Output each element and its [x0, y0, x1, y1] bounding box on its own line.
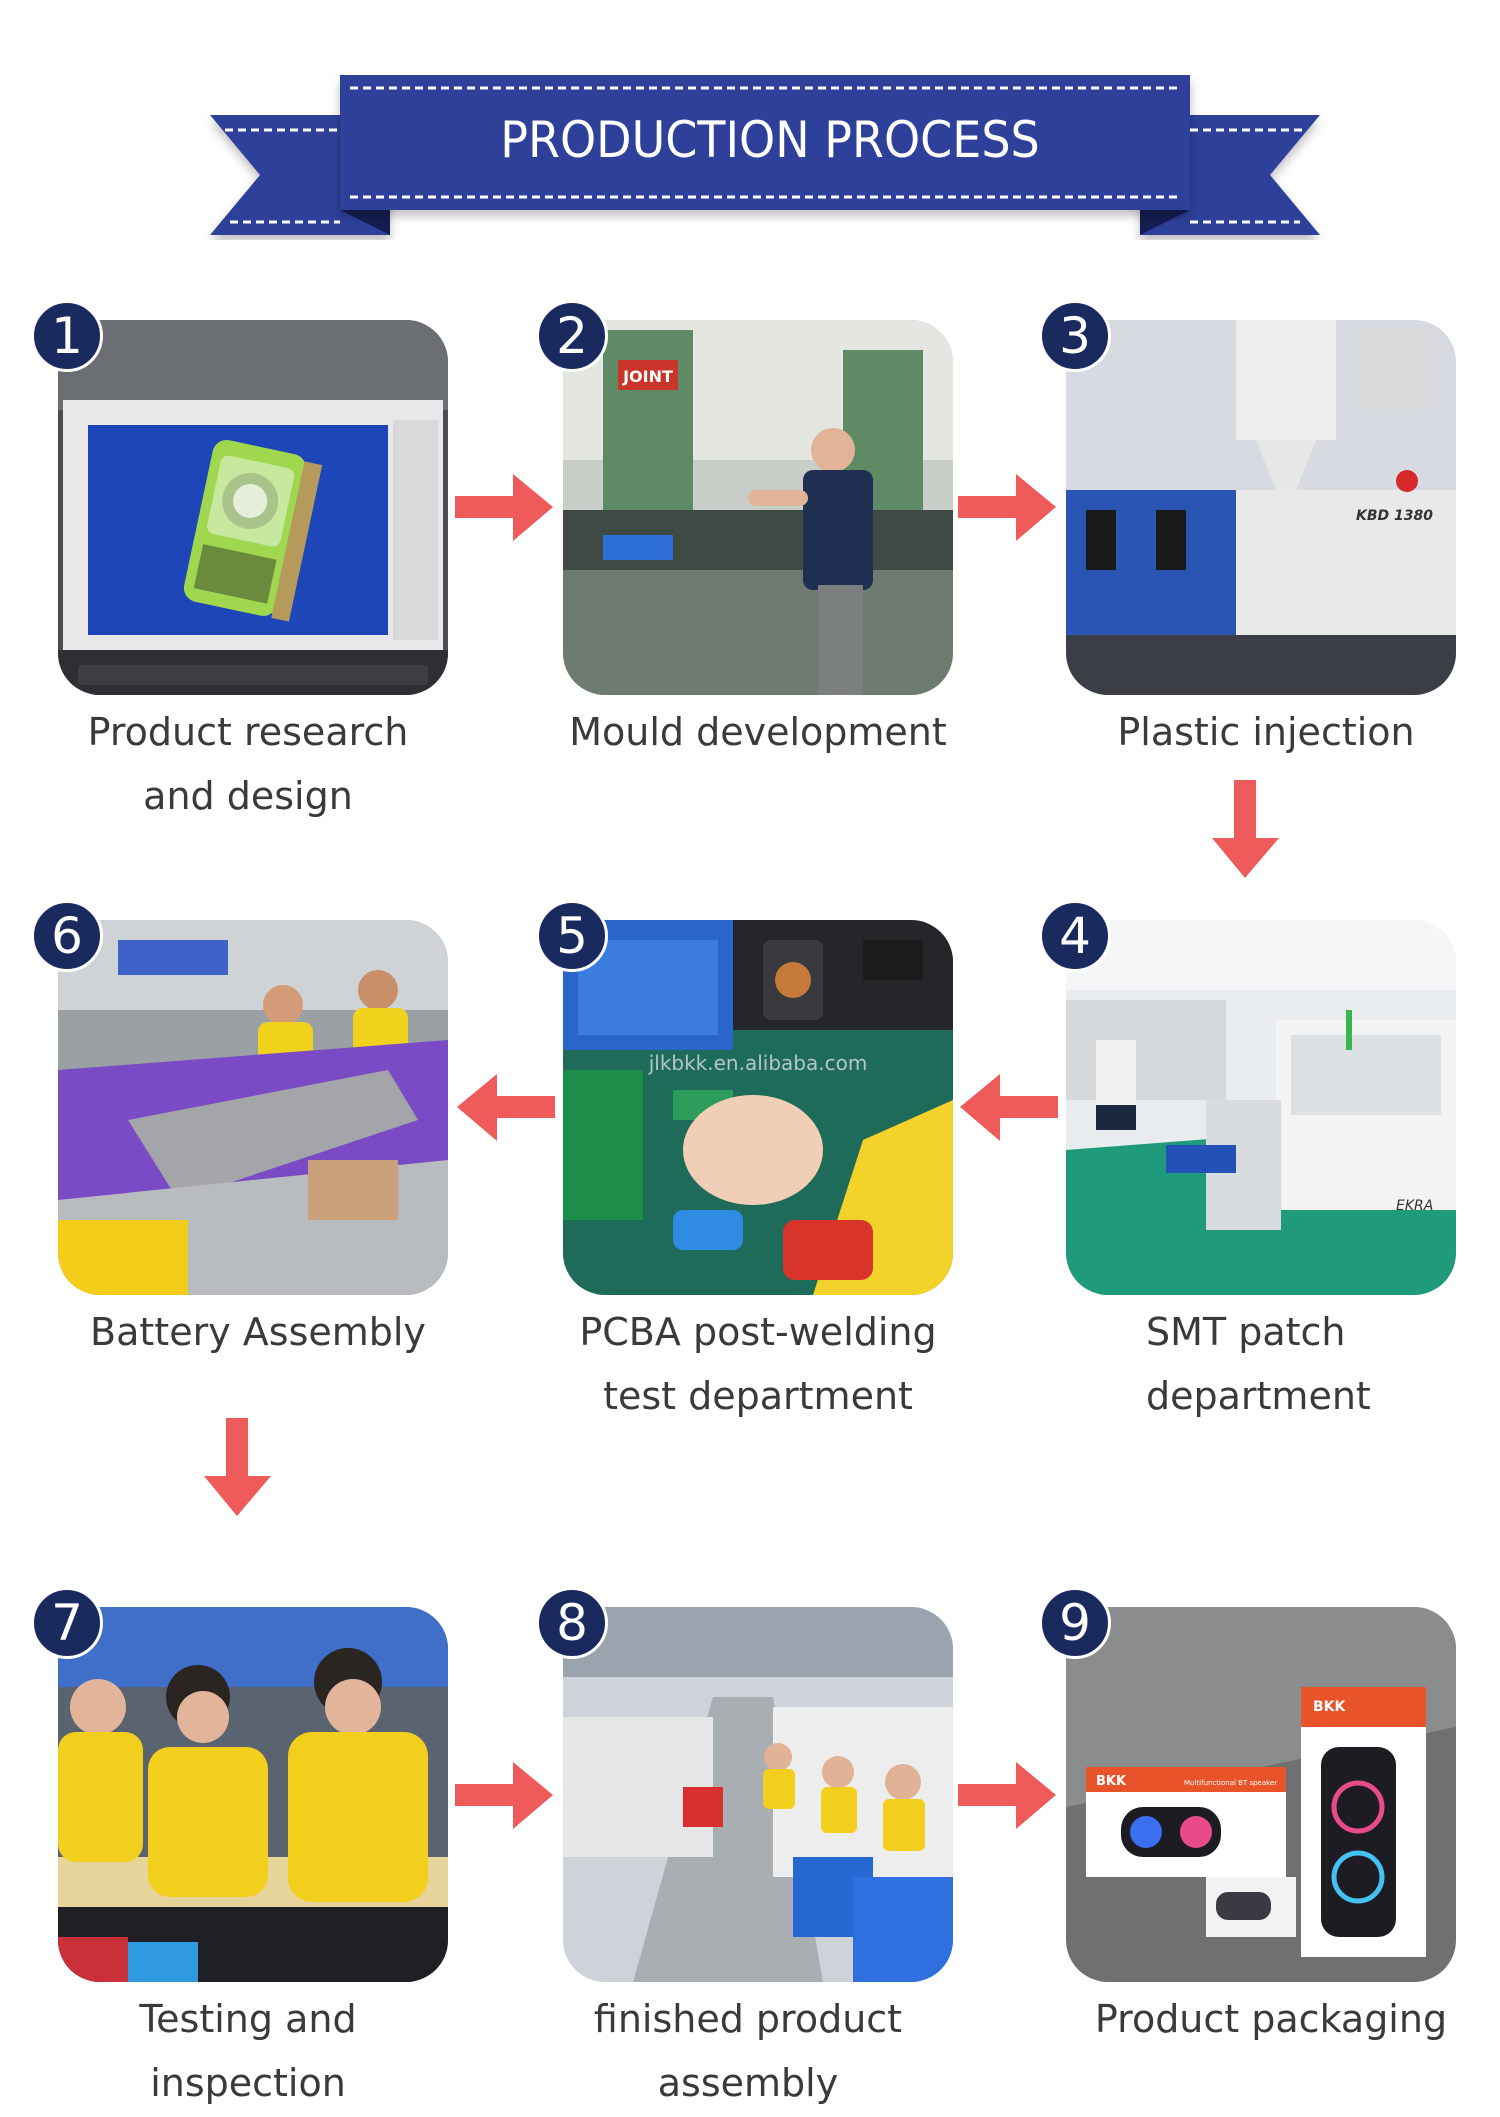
box-brand-text-1: BKK — [1096, 1774, 1127, 1789]
step-6-number-badge: 6 — [31, 900, 103, 972]
smt-brand-text: EKRA — [1396, 1198, 1433, 1214]
arrow-8-to-9 — [958, 1762, 1056, 1829]
step-3-label-line-1: Plastic injection — [1117, 710, 1415, 754]
arrow-6-to-7 — [204, 1418, 271, 1516]
red-arrow-icon — [457, 1074, 555, 1141]
step-6-label: Battery Assembly — [28, 1300, 488, 1364]
step-8-photo — [563, 1607, 953, 1982]
step-2-label: Mould development — [523, 700, 993, 764]
step-7-label-line-2: inspection — [150, 2061, 346, 2105]
red-arrow-icon — [455, 474, 553, 541]
arrow-1-to-2 — [455, 474, 553, 541]
step-4-label: SMT patch department — [1016, 1300, 1476, 1428]
step-5-number-badge: 5 — [536, 900, 608, 972]
step-3-number-badge: 3 — [1039, 300, 1111, 372]
step-2-label-line-1: Mould development — [569, 710, 947, 754]
step-9-number-badge: 9 — [1039, 1587, 1111, 1659]
red-arrow-icon — [960, 1074, 1058, 1141]
arrow-5-to-6 — [457, 1074, 555, 1141]
step-9-photo: BKK Multifunctional BT speaker BKK — [1066, 1607, 1456, 1982]
title-banner: PRODUCTION PROCESS — [200, 70, 1330, 240]
step-8-label-line-1: finished product — [593, 1997, 903, 2041]
step-6-photo — [58, 920, 448, 1295]
step-4-number-badge: 4 — [1039, 900, 1111, 972]
step-1-label-line-1: Product research — [87, 710, 409, 754]
arrow-2-to-3 — [958, 474, 1056, 541]
red-arrow-icon — [958, 474, 1056, 541]
step-4-label-line-1: SMT patch — [1146, 1310, 1346, 1354]
box-product-text-1: Multifunctional BT speaker — [1184, 1779, 1277, 1787]
step-7-label: Testing and inspection — [18, 1987, 478, 2115]
banner-title: PRODUCTION PROCESS — [500, 111, 1040, 169]
step-1-number-badge: 1 — [31, 300, 103, 372]
step-4-label-line-2: department — [1146, 1374, 1371, 1418]
step-8-label-line-2: assembly — [657, 2061, 839, 2105]
machine-brand-text: JOINT — [622, 367, 673, 386]
red-arrow-icon — [958, 1762, 1056, 1829]
step-1-label: Product research and design — [18, 700, 478, 828]
step-1-photo — [58, 320, 448, 695]
step-7-label-line-1: Testing and — [139, 1997, 357, 2041]
arrow-4-to-5 — [960, 1074, 1058, 1141]
arrow-7-to-8 — [455, 1762, 553, 1829]
step-9-label: Product packaging — [1036, 1987, 1500, 2051]
step-8-number-badge: 8 — [536, 1587, 608, 1659]
red-arrow-icon — [1212, 780, 1279, 878]
step-5-photo: jlkbkk.en.alibaba.com — [563, 920, 953, 1295]
step-9-label-line-1: Product packaging — [1094, 1997, 1448, 2041]
ribbon-shape — [210, 75, 1320, 235]
step-8-label: finished product assembly — [513, 1987, 983, 2115]
red-arrow-icon — [204, 1418, 271, 1516]
watermark-text: jlkbkk.en.alibaba.com — [648, 1051, 868, 1075]
step-1-label-line-2: and design — [143, 774, 353, 818]
box-brand-text-2: BKK — [1313, 1699, 1347, 1715]
step-5-label-line-2: test department — [603, 1374, 913, 1418]
arrow-3-to-4 — [1212, 780, 1279, 878]
step-3-label: Plastic injection — [1036, 700, 1496, 764]
step-6-label-line-1: Battery Assembly — [90, 1310, 426, 1354]
step-3-photo: KBD 1380 — [1066, 320, 1456, 695]
step-5-label: PCBA post-welding test department — [523, 1300, 993, 1428]
step-2-photo: JOINT — [563, 320, 953, 695]
injection-model-text: KBD 1380 — [1356, 508, 1433, 524]
red-arrow-icon — [455, 1762, 553, 1829]
step-2-number-badge: 2 — [536, 300, 608, 372]
step-7-number-badge: 7 — [31, 1587, 103, 1659]
step-4-photo: EKRA — [1066, 920, 1456, 1295]
step-5-label-line-1: PCBA post-welding — [579, 1310, 937, 1354]
step-7-photo — [58, 1607, 448, 1982]
